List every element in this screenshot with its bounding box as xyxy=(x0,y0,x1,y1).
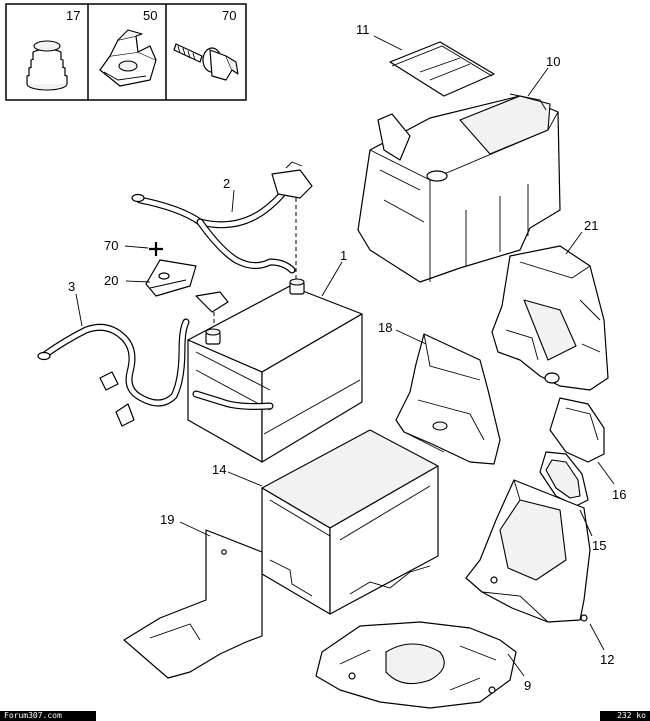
callout-11: 11 xyxy=(356,22,370,37)
legend-number-17: 17 xyxy=(66,8,80,23)
callout-3: 3 xyxy=(68,279,75,294)
callout-16: 16 xyxy=(612,487,626,502)
callout-20: 20 xyxy=(104,273,118,288)
part-12-support-plate xyxy=(465,479,591,623)
part-9-base xyxy=(315,621,517,709)
part-3-cable xyxy=(37,291,229,427)
part-18-support xyxy=(395,333,501,465)
part-19-floor-plate xyxy=(123,529,263,679)
legend-number-70: 70 xyxy=(222,8,236,23)
part-10-battery-cover xyxy=(357,93,561,283)
callout-70: 70 xyxy=(104,238,118,253)
parts-legend: 17 50 70 xyxy=(5,3,247,101)
part-20-bracket xyxy=(145,259,197,297)
part-2-cable xyxy=(131,161,313,282)
callout-21: 21 xyxy=(584,218,598,233)
callout-2: 2 xyxy=(223,176,230,191)
leader-lines xyxy=(75,35,615,677)
part-14-battery-tray xyxy=(261,429,439,615)
bolt-icon xyxy=(173,43,239,81)
callout-19: 19 xyxy=(160,512,174,527)
callout-10: 10 xyxy=(546,54,560,69)
callout-18: 18 xyxy=(378,320,392,335)
callout-1: 1 xyxy=(340,248,347,263)
part-15-seal xyxy=(539,451,589,507)
grommet-icon xyxy=(26,40,68,91)
footer-size-label: 232 ko xyxy=(600,711,650,721)
callout-labels: 11 10 2 70 20 3 1 21 18 14 19 16 15 12 9 xyxy=(68,22,626,693)
part-16-cap xyxy=(549,397,605,463)
callout-15: 15 xyxy=(592,538,606,553)
part-21-bracket xyxy=(491,245,609,391)
callout-14: 14 xyxy=(212,462,226,477)
clip-icon xyxy=(99,29,157,87)
part-11-lid xyxy=(389,41,495,97)
part-1-battery xyxy=(187,278,363,463)
part-70-screw xyxy=(149,242,163,256)
callout-9: 9 xyxy=(524,678,531,693)
footer-source-label: Forum307.com xyxy=(0,711,96,721)
legend-number-50: 50 xyxy=(143,8,157,23)
callout-12: 12 xyxy=(600,652,614,667)
